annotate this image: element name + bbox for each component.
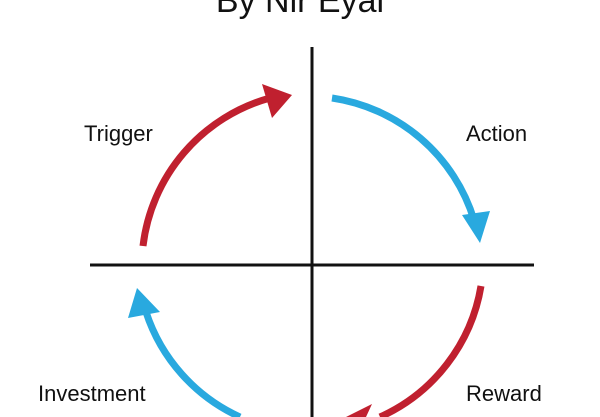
trigger-arrow-arc [139,94,271,247]
trigger-arrowhead-icon [262,84,292,118]
stage-label-investment: Investment [38,381,146,406]
action-arrowhead-icon [462,211,490,243]
stage-label-trigger: Trigger [84,121,153,146]
investment-arrow-arc [142,310,242,417]
reward-arrow-arc [378,285,485,417]
diagram-title: By Nir Eyal [215,0,385,20]
reward-arrowhead-icon [346,404,372,417]
stage-label-reward: Reward [466,381,542,406]
action-arrow-arc [331,94,478,222]
investment-arrowhead-icon [128,288,160,318]
stage-label-action: Action [466,121,528,146]
